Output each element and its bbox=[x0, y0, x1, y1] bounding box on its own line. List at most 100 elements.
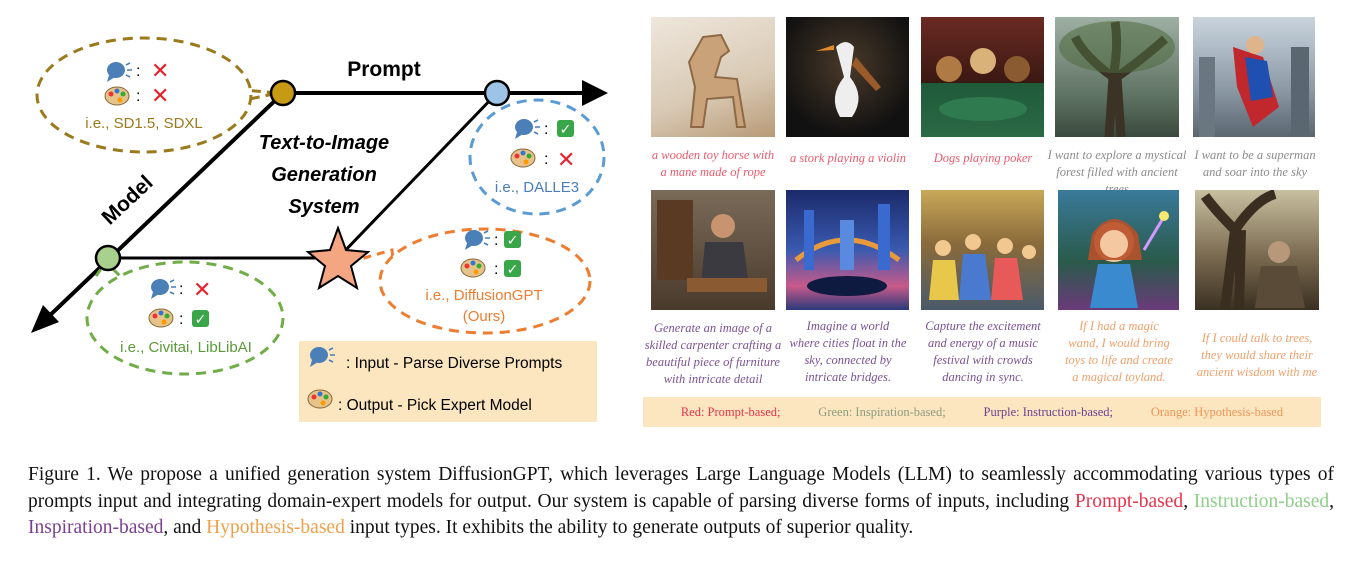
toy-horse-image bbox=[651, 17, 775, 137]
sd-node bbox=[269, 79, 297, 107]
gallery-caption: a wooden toy horse with a mane made of r… bbox=[645, 147, 781, 181]
x-mark-icon: ✕ bbox=[193, 278, 211, 303]
caption-line: they would share their bbox=[1201, 348, 1313, 362]
speech-icon bbox=[310, 347, 335, 367]
caption-text-part2: input types. It exhibits the ability to … bbox=[344, 517, 914, 538]
caption-line: Generate an image of a bbox=[653, 321, 773, 335]
input-legend-text: : Input - Parse Diverse Prompts bbox=[346, 355, 562, 372]
floating-cities-image bbox=[786, 190, 909, 310]
check-mark-glyph: ✓ bbox=[507, 262, 519, 278]
gallery-caption: If I could talk to trees, they would sha… bbox=[1189, 330, 1325, 381]
tree-figure-icon bbox=[1059, 21, 1175, 137]
x-mark-icon: ✕ bbox=[151, 59, 169, 84]
caption-line: Dogs playing poker bbox=[933, 151, 1033, 165]
civitai-node bbox=[94, 244, 122, 272]
speech-icon bbox=[151, 279, 176, 299]
carpenter-figure-icon bbox=[657, 200, 767, 292]
check-mark-icon bbox=[557, 120, 574, 137]
horse-figure-icon bbox=[687, 33, 747, 128]
output-colon: : bbox=[179, 311, 183, 328]
check-mark-icon bbox=[504, 231, 521, 248]
superman-figure-icon bbox=[1199, 36, 1309, 137]
caption-separator: , and bbox=[163, 517, 207, 538]
output-colon: : bbox=[494, 261, 498, 278]
sd-reference-text: i.e., SD1.5, SDXL bbox=[85, 115, 203, 132]
dalle-to-star-line bbox=[336, 91, 499, 260]
caption-line: dancing in sync. bbox=[942, 370, 1024, 384]
city-figure-icon bbox=[794, 204, 901, 296]
caption-line: a magical toyland. bbox=[1072, 370, 1166, 384]
output-colon: : bbox=[544, 151, 548, 168]
caption-line: I want to explore a mystical bbox=[1047, 148, 1187, 162]
system-title-line-1: Text-to-Image bbox=[259, 132, 389, 154]
gallery-caption: a stork playing a violin bbox=[780, 150, 916, 167]
check-mark-glyph: ✓ bbox=[507, 233, 519, 249]
hypothesis-based-term: Hypothesis-based bbox=[206, 517, 345, 538]
x-mark-icon: ✕ bbox=[557, 148, 575, 173]
gallery-caption: I want to be a superman and soar into th… bbox=[1187, 147, 1323, 181]
diffusiongpt-ours-text: (Ours) bbox=[463, 308, 506, 325]
caption-line: a mane made of rope bbox=[660, 165, 766, 179]
legend-orange-hypothesis: Orange: Hypothesis-based bbox=[1150, 404, 1284, 419]
carpenter-image bbox=[651, 190, 775, 310]
speech-icon bbox=[515, 119, 540, 139]
gallery-caption: If I had a magic wand, I would bring toy… bbox=[1052, 318, 1186, 386]
palette-icon bbox=[510, 148, 536, 168]
caption-line: If I could talk to trees, bbox=[1201, 331, 1313, 345]
palette-icon bbox=[460, 258, 486, 278]
legend-red-prompt: Red: Prompt-based; bbox=[680, 404, 781, 419]
dogs-figure-icon bbox=[936, 48, 1030, 121]
palette-icon bbox=[148, 308, 174, 328]
magic-toyland-image bbox=[1058, 190, 1179, 310]
input-colon: : bbox=[179, 281, 183, 298]
x-mark-icon: ✕ bbox=[151, 84, 169, 109]
caption-line: ancient wisdom with me bbox=[1196, 365, 1318, 379]
prompt-based-term: Prompt-based bbox=[1074, 490, 1184, 512]
check-mark-glyph: ✓ bbox=[560, 122, 572, 138]
caption-text-part1: Figure 1. We propose a unified generatio… bbox=[28, 464, 1334, 512]
crowd-figure-icon bbox=[929, 234, 1036, 300]
palette-icon bbox=[307, 389, 333, 409]
prompt-type-legend: Red: Prompt-based; Green: Inspiration-ba… bbox=[643, 397, 1321, 427]
check-mark-icon bbox=[504, 260, 521, 277]
dalle-bubble: : ✓ : ✕ i.e., DALLE3 bbox=[468, 98, 606, 216]
dogs-poker-image bbox=[921, 17, 1044, 137]
caption-line: sky, connected by bbox=[804, 353, 892, 367]
output-colon: : bbox=[136, 88, 140, 105]
caption-line: a stork playing a violin bbox=[790, 151, 906, 165]
caption-line: wand, I would bring bbox=[1068, 336, 1170, 350]
inspiration-based-term: Inspiration-based bbox=[28, 517, 164, 538]
caption-line: Imagine a world bbox=[806, 319, 890, 333]
stork-figure-icon bbox=[816, 42, 881, 117]
civitai-bubble: : ✕ : ✓ i.e., Civitai, LibLibAI bbox=[85, 259, 285, 376]
gallery-caption: I want to explore a mystical forest fill… bbox=[1045, 147, 1189, 198]
input-colon: : bbox=[544, 121, 548, 138]
caption-line: skilled carpenter crafting a bbox=[644, 338, 782, 352]
talking-trees-image bbox=[1195, 190, 1319, 310]
palette-icon bbox=[104, 86, 130, 106]
sd-bubble: : ✕ : ✕ i.e., SD1.5, SDXL bbox=[35, 36, 279, 154]
model-arrowhead bbox=[31, 305, 59, 333]
model-axis-arrow bbox=[43, 91, 285, 322]
speech-icon bbox=[107, 62, 132, 82]
music-festival-image bbox=[921, 190, 1044, 310]
gallery-caption: Imagine a world where cities float in th… bbox=[780, 318, 916, 386]
mystical-forest-image bbox=[1055, 17, 1179, 137]
civitai-reference-text: i.e., Civitai, LibLibAI bbox=[120, 339, 252, 356]
check-mark-icon bbox=[192, 310, 209, 327]
gallery-caption: Dogs playing poker bbox=[915, 150, 1051, 167]
girl-figure-icon bbox=[1088, 211, 1169, 308]
legend-green-inspiration: Green: Inspiration-based; bbox=[818, 404, 946, 419]
icon-legend-box bbox=[299, 341, 597, 422]
diffusiongpt-bubble: : ✓ : ✓ i.e., DiffusionGPT (Ours) bbox=[349, 227, 592, 335]
check-mark-glyph: ✓ bbox=[195, 312, 207, 328]
system-title-line-2: Generation bbox=[271, 164, 377, 186]
caption-line: and energy of a music bbox=[928, 336, 1038, 350]
dalle-reference-text: i.e., DALLE3 bbox=[495, 179, 579, 196]
speech-icon bbox=[465, 230, 490, 250]
caption-line: with intricate detail bbox=[663, 372, 763, 386]
old-man-tree-icon bbox=[1200, 190, 1305, 310]
caption-line: a wooden toy horse with bbox=[651, 148, 775, 162]
gallery-caption: Generate an image of a skilled carpenter… bbox=[641, 320, 785, 388]
caption-line: festival with crowds bbox=[933, 353, 1033, 367]
